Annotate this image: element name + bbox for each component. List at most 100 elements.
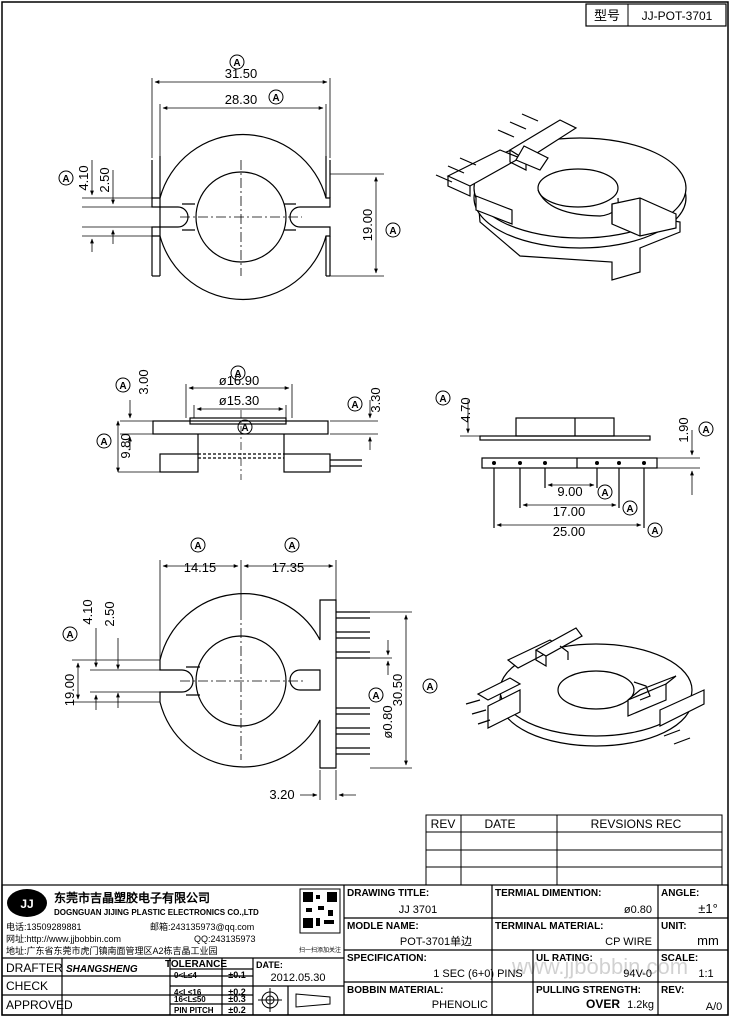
top-dims bbox=[82, 78, 384, 277]
rev-value: A/0 bbox=[706, 1001, 723, 1013]
drafter-label: DRAFTER bbox=[6, 961, 63, 975]
company-logo: JJ bbox=[7, 889, 47, 917]
side-top-dim: 4.70 bbox=[458, 397, 473, 422]
pull-over: OVER bbox=[586, 997, 620, 1011]
svg-text:A: A bbox=[439, 394, 446, 405]
side-w1-dim: 9.00 bbox=[557, 484, 582, 499]
svg-text:A: A bbox=[100, 437, 107, 448]
bot-h1-dim: 4.10 bbox=[80, 599, 95, 624]
spec: 1 SEC (6+0) PINS bbox=[433, 968, 523, 980]
tolerance-label: TOLERANCE bbox=[165, 959, 227, 970]
terminal-mat: CP WIRE bbox=[605, 936, 652, 948]
mid-outer-dia: ø16.90 bbox=[219, 373, 259, 388]
mid-flange-dim: 3.00 bbox=[136, 369, 151, 394]
model-value: JJ-POT-3701 bbox=[642, 9, 713, 23]
bot-pin-dia: ø0.80 bbox=[380, 705, 395, 738]
side-right-dims bbox=[460, 400, 700, 527]
svg-text:A: A bbox=[426, 682, 433, 693]
tol-value-4: ±0.2 bbox=[228, 1005, 245, 1015]
svg-text:A: A bbox=[119, 381, 126, 392]
unit-label: UNIT: bbox=[661, 921, 687, 932]
angle-label: ANGLE: bbox=[661, 888, 699, 899]
svg-text:A: A bbox=[233, 58, 240, 69]
records-header: REVSIONS REC bbox=[591, 817, 682, 831]
company-name-cn: 东莞市吉晶塑胶电子有限公司 bbox=[54, 890, 210, 905]
terminal-dim: ø0.80 bbox=[624, 904, 652, 916]
rev-label: REV: bbox=[661, 985, 684, 996]
spec-label: SPECIFICATION: bbox=[347, 953, 427, 964]
pull-label: PULLING STRENGTH: bbox=[536, 985, 641, 996]
drafter-signature: SHANGSHENG bbox=[66, 964, 138, 975]
company-qq: QQ:243135973 bbox=[194, 934, 256, 944]
unit: mm bbox=[697, 933, 719, 948]
svg-text:A: A bbox=[194, 541, 201, 552]
top-view bbox=[151, 133, 331, 301]
tol-range-4: PIN PITCH bbox=[174, 1006, 214, 1015]
svg-text:A: A bbox=[288, 541, 295, 552]
tol-range-2: 4<L≤16 bbox=[174, 988, 202, 997]
side-pin-dim: 1.90 bbox=[676, 417, 691, 442]
mid-inner-dia: ø15.30 bbox=[219, 393, 259, 408]
pull-val: 1.2kg bbox=[627, 999, 654, 1011]
svg-text:A: A bbox=[272, 93, 279, 104]
svg-text:A: A bbox=[389, 226, 396, 237]
svg-text:A: A bbox=[234, 369, 241, 380]
side-w2-dim: 17.00 bbox=[553, 504, 586, 519]
qr-caption: 扫一扫添加关注 bbox=[299, 946, 341, 954]
bot-h3-dim: 19.00 bbox=[62, 674, 77, 707]
bot-h2-dim: 2.50 bbox=[102, 601, 117, 626]
terminal-mat-label: TERMINAL MATERIAL: bbox=[495, 921, 604, 932]
side-view-right bbox=[479, 417, 658, 528]
mid-total-dim: 9.80 bbox=[118, 433, 133, 458]
model-header: 型号 JJ-POT-3701 bbox=[585, 3, 727, 27]
iso-view-bottom bbox=[465, 627, 705, 747]
svg-text:A: A bbox=[66, 630, 73, 641]
svg-text:A: A bbox=[601, 488, 608, 499]
bot-height-dim: 30.50 bbox=[390, 674, 405, 707]
scale-label: SCALE: bbox=[661, 953, 698, 964]
bot-left-dim: 14.15 bbox=[184, 560, 217, 575]
angle: ±1° bbox=[698, 901, 718, 916]
tol-range-3: 16<L≤50 bbox=[174, 995, 206, 1004]
approved-label: APPROVED bbox=[6, 998, 73, 1012]
mid-right-dim: 3.30 bbox=[368, 387, 383, 412]
company-addr: 地址:广东省东莞市虎门镇南面管理区A2栋吉晶工业园 bbox=[6, 945, 218, 956]
date-header: DATE bbox=[484, 817, 515, 831]
side-left-dims bbox=[116, 384, 378, 473]
svg-text:A: A bbox=[351, 400, 358, 411]
bottom-dims bbox=[72, 560, 412, 800]
tol-range-1: 0<L≤4 bbox=[174, 971, 197, 980]
model-label: 型号 bbox=[594, 8, 620, 23]
drawing-title-label: DRAWING TITLE: bbox=[347, 888, 429, 899]
bottom-view bbox=[159, 593, 370, 769]
side-w3-dim: 25.00 bbox=[553, 524, 586, 539]
top-inner-dim: 28.30 bbox=[225, 92, 258, 107]
check-label: CHECK bbox=[6, 979, 48, 993]
svg-text:A: A bbox=[651, 526, 658, 537]
svg-text:A: A bbox=[241, 423, 248, 434]
title-block-grid bbox=[1, 884, 729, 1016]
svg-text:A: A bbox=[372, 691, 379, 702]
terminal-dim-label: TERMIAL DIMENTION: bbox=[495, 888, 601, 899]
top-right-dim: 19.00 bbox=[360, 209, 375, 242]
iso-view-top bbox=[435, 113, 687, 281]
projection-symbol-icon bbox=[258, 988, 331, 1012]
top-h2-dim: 2.50 bbox=[97, 167, 112, 192]
bobbin-label: BOBBIN MATERIAL: bbox=[347, 985, 443, 996]
date: 2012.05.30 bbox=[270, 972, 325, 984]
pin-dots bbox=[492, 461, 646, 465]
qr-code bbox=[299, 888, 341, 934]
company-phone: 电话:13509289881 bbox=[6, 921, 82, 932]
tol-value-3: ±0.3 bbox=[228, 994, 245, 1004]
bot-pitch-dim: 3.20 bbox=[269, 787, 294, 802]
watermark: www.jjbobbin.com bbox=[511, 954, 688, 979]
rev-header: REV bbox=[431, 817, 456, 831]
balloons: A A A A A A A A A A A A A A A A A A A bbox=[58, 54, 714, 703]
side-view-left bbox=[152, 410, 362, 480]
svg-text:JJ: JJ bbox=[20, 897, 33, 911]
ul-label: UL RATING: bbox=[536, 953, 593, 964]
drawing-title: JJ 3701 bbox=[399, 904, 438, 916]
date-label: DATE: bbox=[256, 960, 283, 970]
bot-right-dim: 17.35 bbox=[272, 560, 305, 575]
